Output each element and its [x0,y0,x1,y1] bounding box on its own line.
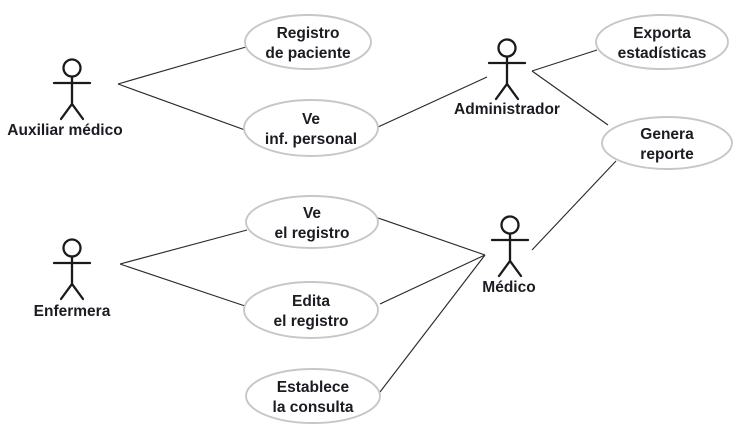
association-administrador--exporta-estadisticas [531,49,598,72]
usecase-ellipse [595,14,729,70]
actor-body-icon [52,75,92,121]
usecase-ellipse [243,99,379,157]
actor-label: Administrador [454,101,560,118]
actor-head-icon [497,38,517,58]
actor-body-icon [52,255,92,301]
actor-administrador: Administrador [454,38,560,118]
usecase-ellipse [245,368,381,424]
actor-head-icon [62,238,82,258]
usecase-ellipse [243,281,379,339]
actor-body-icon [487,55,527,101]
association-enfermera--ve-el-registro [119,229,248,265]
usecase-ellipse [601,116,733,170]
actor-label: Médico [482,279,535,296]
actor-enfermera: Enfermera [34,238,111,320]
association-medico--edita-el-registro [379,254,486,305]
association-medico--establece-la-consulta [379,254,486,393]
actor-medico: Médico [482,215,536,296]
actor-head-icon [500,215,520,235]
association-auxiliar-medico--ve-inf-personal [117,83,246,131]
actor-auxiliar-medico: Auxiliar médico [7,58,123,139]
actor-body-icon [490,232,530,278]
usecase-ellipse [244,14,372,70]
association-ve-inf-personal--administrador [377,76,488,128]
actor-head-icon [62,58,82,78]
actor-label: Enfermera [34,303,111,320]
association-medico--ve-el-registro [377,217,486,256]
usecase-ellipse [245,195,379,249]
association-auxiliar-medico--registro-de-paciente [117,46,247,85]
association-genera-reporte--medico [531,160,617,251]
actor-label: Auxiliar médico [7,122,122,139]
association-administrador--genera-reporte [531,70,609,126]
association-enfermera--edita-el-registro [119,263,246,307]
